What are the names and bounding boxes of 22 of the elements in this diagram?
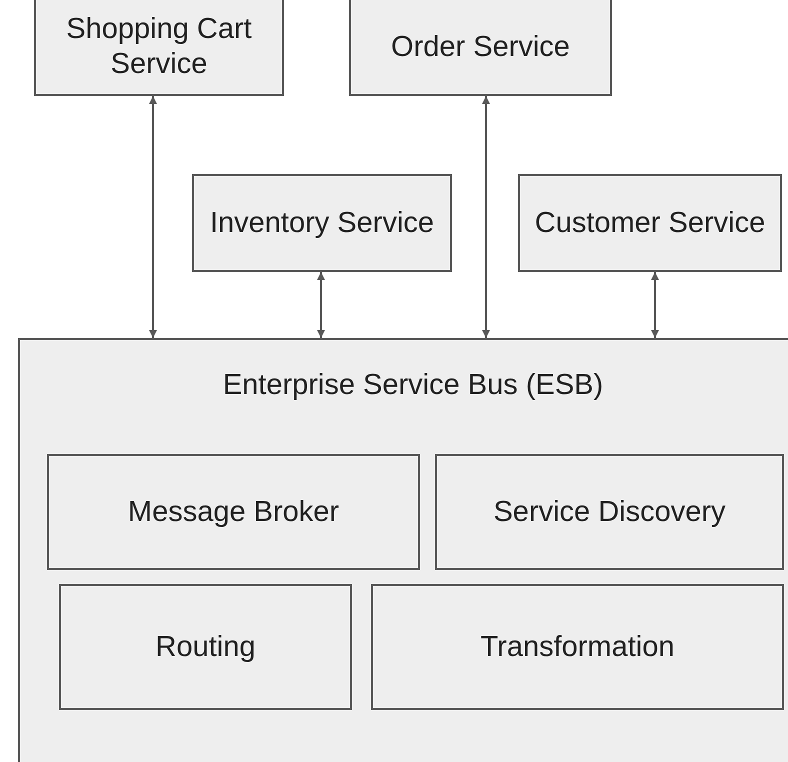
- box-label: Transformation: [480, 630, 674, 664]
- double-arrow: [317, 272, 325, 338]
- bus-container: [18, 338, 788, 762]
- box-label: Shopping Cart Service: [65, 12, 253, 82]
- double-arrow: [651, 272, 659, 338]
- service-box: [34, 0, 284, 96]
- box-label: Inventory Service: [210, 206, 434, 240]
- service-box: [349, 0, 612, 96]
- double-arrow: [482, 96, 490, 338]
- box-label: Service Discovery: [493, 494, 726, 530]
- container-title: Enterprise Service Bus (ESB): [222, 368, 604, 403]
- component-box: [47, 454, 420, 570]
- component-box: [435, 454, 784, 570]
- double-arrow: [149, 96, 157, 338]
- box-label: Customer Service: [534, 206, 766, 240]
- service-box: [192, 174, 452, 272]
- service-box: [518, 174, 782, 272]
- box-label: Order Service: [391, 30, 570, 64]
- box-label: Message Broker: [128, 494, 340, 530]
- component-box: [371, 584, 784, 710]
- box-label: Routing: [156, 630, 256, 664]
- component-box: [59, 584, 352, 710]
